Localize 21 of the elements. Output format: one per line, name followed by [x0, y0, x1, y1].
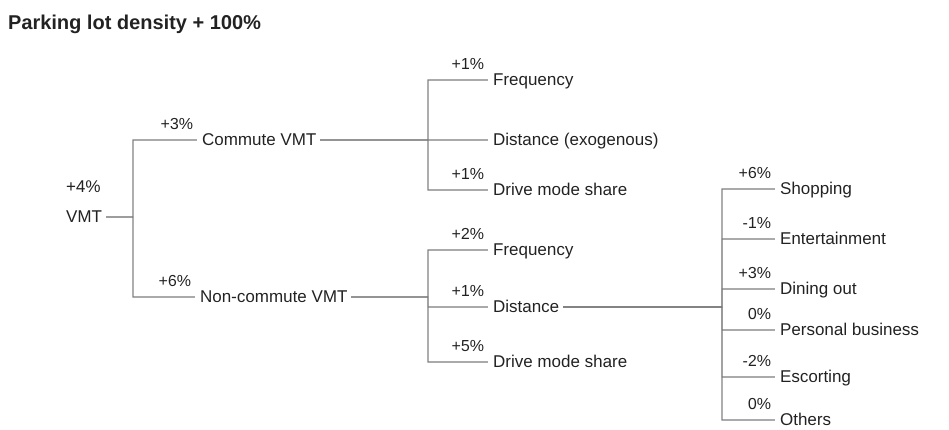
node-label: Personal business [780, 320, 919, 340]
node-label: Distance [493, 297, 560, 317]
value-label: +4% [66, 177, 100, 197]
node-label: Drive mode share [493, 352, 628, 372]
connector-line [320, 139, 488, 191]
node-label: Commute VMT [202, 130, 316, 150]
node-label: Frequency [493, 70, 574, 90]
connector-line [351, 296, 488, 363]
node-label: Dining out [780, 279, 857, 299]
node-label: Frequency [493, 240, 574, 260]
node-label: Entertainment [780, 229, 886, 249]
node-label: Non-commute VMT [200, 287, 348, 307]
node-label: Escorting [780, 367, 851, 387]
node-label: Distance (exogenous) [493, 130, 658, 150]
connector-line [563, 306, 775, 421]
node-label: Shopping [780, 179, 852, 199]
node-label: Drive mode share [493, 180, 628, 200]
diagram-title: Parking lot density + 100% [8, 11, 261, 36]
node-label: VMT [66, 207, 102, 227]
node-label: Others [780, 410, 832, 430]
connector-line [106, 216, 195, 298]
